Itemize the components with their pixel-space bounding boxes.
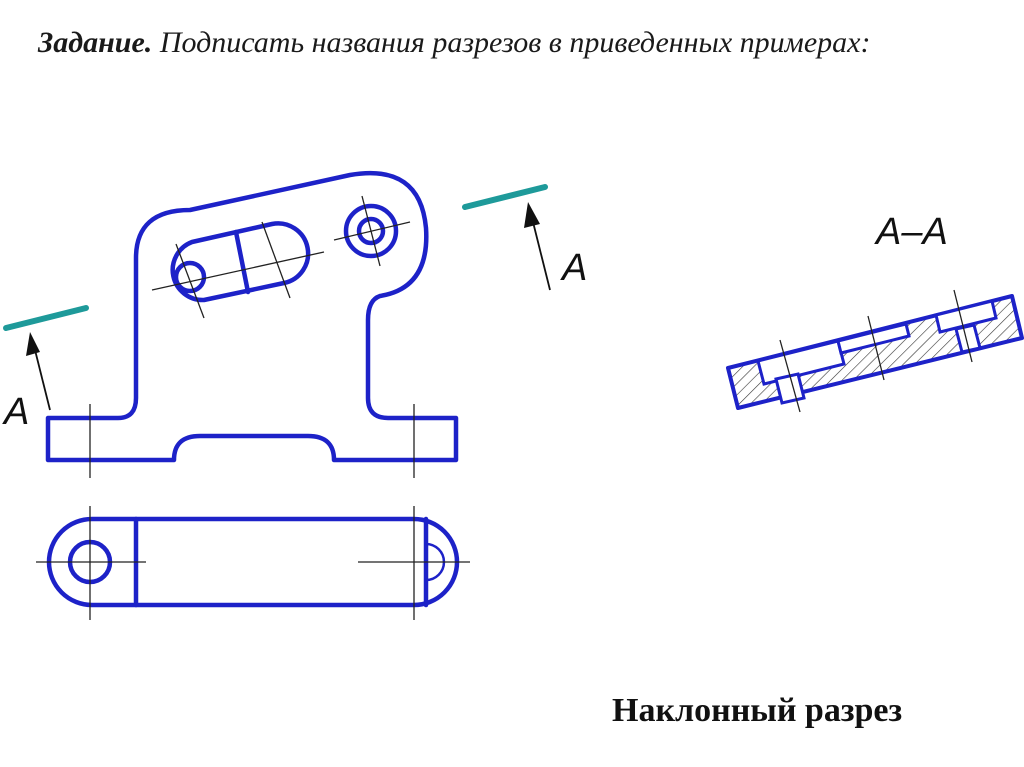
task-lead: Задание. — [38, 26, 153, 59]
section-hole-left — [774, 372, 806, 405]
cut-line-right — [462, 184, 548, 210]
section-view: A–A — [726, 211, 1024, 413]
arrowhead-right — [524, 202, 540, 228]
task-heading: Задание. Подписать названия разрезов в п… — [38, 26, 870, 60]
answer-text: Наклонный разрез — [612, 692, 903, 729]
cutting-plane-left: A — [2, 305, 89, 433]
front-view-outline — [45, 170, 459, 463]
boss-hole — [356, 216, 386, 246]
cut-line-left — [3, 305, 89, 331]
section-hole-right — [954, 323, 982, 354]
task-text: Подписать названия разрезов в приведенны… — [152, 26, 871, 59]
section-pocket-left — [756, 339, 846, 386]
section-axis-1 — [779, 339, 801, 413]
axis-slot-v — [261, 221, 291, 299]
axis-boss-v — [361, 195, 381, 267]
cutting-plane-right: A — [462, 184, 587, 291]
front-view — [45, 170, 459, 478]
slot-divider — [233, 229, 251, 295]
cut-label-right: A — [560, 247, 587, 289]
axis-boss-h — [333, 221, 411, 241]
axis-slot — [151, 251, 325, 291]
top-view — [36, 506, 470, 620]
cut-label-left: A — [2, 391, 29, 433]
section-title: A–A — [874, 211, 948, 253]
axis-hole-v — [175, 243, 205, 319]
boss-outer — [343, 203, 399, 259]
section-pocket-right — [934, 299, 998, 334]
section-axis-2 — [867, 315, 885, 381]
view-arrow-right — [531, 217, 551, 291]
view-arrow-left — [33, 345, 51, 411]
slot-hole — [173, 260, 207, 294]
section-axis-3 — [953, 289, 973, 363]
arrowhead-left — [26, 332, 40, 356]
